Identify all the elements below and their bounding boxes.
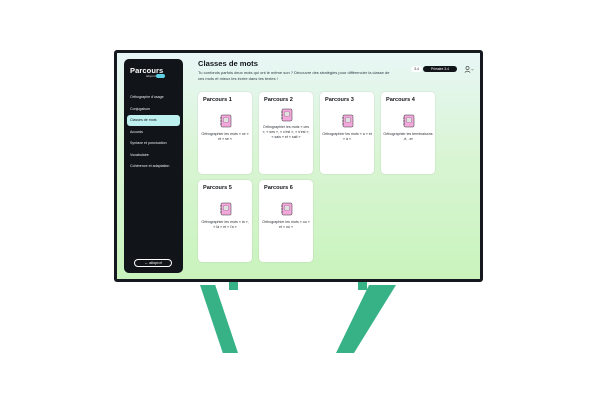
alloprof-button[interactable]: ← alloprof	[134, 259, 172, 267]
card-title: Parcours 6	[264, 185, 293, 191]
level-pill-button[interactable]: Primaire 3-4	[423, 66, 457, 72]
logo-badge	[156, 74, 165, 78]
card-title: Parcours 2	[264, 97, 293, 103]
parcours-card-2[interactable]: Parcours 2 Orthographier les mots « ces …	[259, 92, 313, 174]
card-title: Parcours 4	[386, 97, 415, 103]
sidebar-item-classes-de-mots[interactable]: Classes de mots	[127, 115, 180, 126]
parcours-card-3[interactable]: Parcours 3 Orthographier les mots « a » …	[320, 92, 374, 174]
sidebar-item-syntaxe-ponctuation[interactable]: Syntaxe et ponctuation	[130, 141, 167, 145]
page-title: Classes de mots	[198, 59, 258, 68]
card-description: Orthographier les mots « ce » et « se »	[201, 132, 249, 141]
parcours-card-6[interactable]: Parcours 6 Orthographier les mots « ou »…	[259, 180, 313, 262]
user-icon[interactable]	[464, 66, 474, 73]
card-description: Orthographier les mots « a » et « à »	[322, 132, 372, 141]
parcours-card-1[interactable]: Parcours 1 Orthographier les mots « ce »…	[198, 92, 252, 174]
card-description: Orthographier les mots « ces », « ses »,…	[262, 125, 310, 139]
screen: Parcours alloprof Orthographe d'usage Co…	[117, 53, 480, 279]
sidebar-nav: Orthographe d'usage Conjugaison Classes …	[127, 92, 180, 173]
card-title: Parcours 1	[203, 97, 232, 103]
notebook-icon	[342, 114, 354, 128]
monitor: Parcours alloprof Orthographe d'usage Co…	[114, 50, 483, 282]
parcours-card-4[interactable]: Parcours 4 Orthographier les terminaison…	[381, 92, 435, 174]
logo-subtitle: alloprof	[146, 74, 156, 78]
notebook-icon	[220, 114, 232, 128]
sidebar-item-coherence-adaptation[interactable]: Cohérence et adaptation	[130, 164, 170, 168]
sidebar-item-conjugaison[interactable]: Conjugaison	[130, 106, 150, 111]
sidebar-item-accords[interactable]: Accords	[130, 129, 143, 134]
notebook-icon	[281, 202, 293, 216]
card-title: Parcours 3	[325, 97, 354, 103]
parcours-card-5[interactable]: Parcours 5 Orthographier les mots « la »…	[198, 180, 252, 262]
grade-toggle-button[interactable]: 3-4	[411, 66, 422, 72]
card-title: Parcours 5	[203, 185, 232, 191]
sidebar-item-orthographe-usage[interactable]: Orthographe d'usage	[130, 95, 164, 99]
card-description: Orthographier les mots « ou » et « où »	[262, 220, 310, 229]
card-description: Orthographier les terminaisons -é, -er	[383, 132, 433, 141]
monitor-stand-right-leg	[336, 285, 396, 353]
notebook-icon	[403, 114, 415, 128]
card-description: Orthographier les mots « la », « là » et…	[201, 220, 249, 229]
logo-title: Parcours	[130, 66, 164, 75]
notebook-icon	[220, 202, 232, 216]
sidebar: Parcours alloprof Orthographe d'usage Co…	[124, 59, 183, 273]
page-description: Tu confonds parfois deux mots qui ont le…	[198, 70, 390, 81]
notebook-icon	[281, 108, 293, 122]
sidebar-item-vocabulaire[interactable]: Vocabulaire	[130, 152, 149, 157]
monitor-stand-left-leg	[200, 285, 238, 353]
